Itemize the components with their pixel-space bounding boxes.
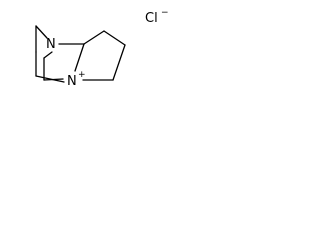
bond-bridge-to-n2 xyxy=(35,75,65,83)
bond-ch2-n2 xyxy=(43,78,64,81)
bond-c8a-c xyxy=(83,30,105,45)
nitrogen-cation-label: N xyxy=(67,74,77,89)
positive-charge-label: + xyxy=(78,70,86,80)
nitrogen-atom-label: N xyxy=(46,37,56,52)
negative-charge-label: − xyxy=(161,8,169,18)
bond-n1-ch2 xyxy=(43,51,53,59)
bond-lines xyxy=(35,25,126,83)
bond-ring-c-c xyxy=(103,30,126,46)
chemical-structure: N N + Cl − xyxy=(35,8,169,89)
bond-n1-bridge-top xyxy=(35,25,48,39)
bond-c8a-n2 xyxy=(74,43,85,72)
bond-ring-c-c2 xyxy=(112,44,126,81)
chloride-label: Cl xyxy=(145,11,158,26)
